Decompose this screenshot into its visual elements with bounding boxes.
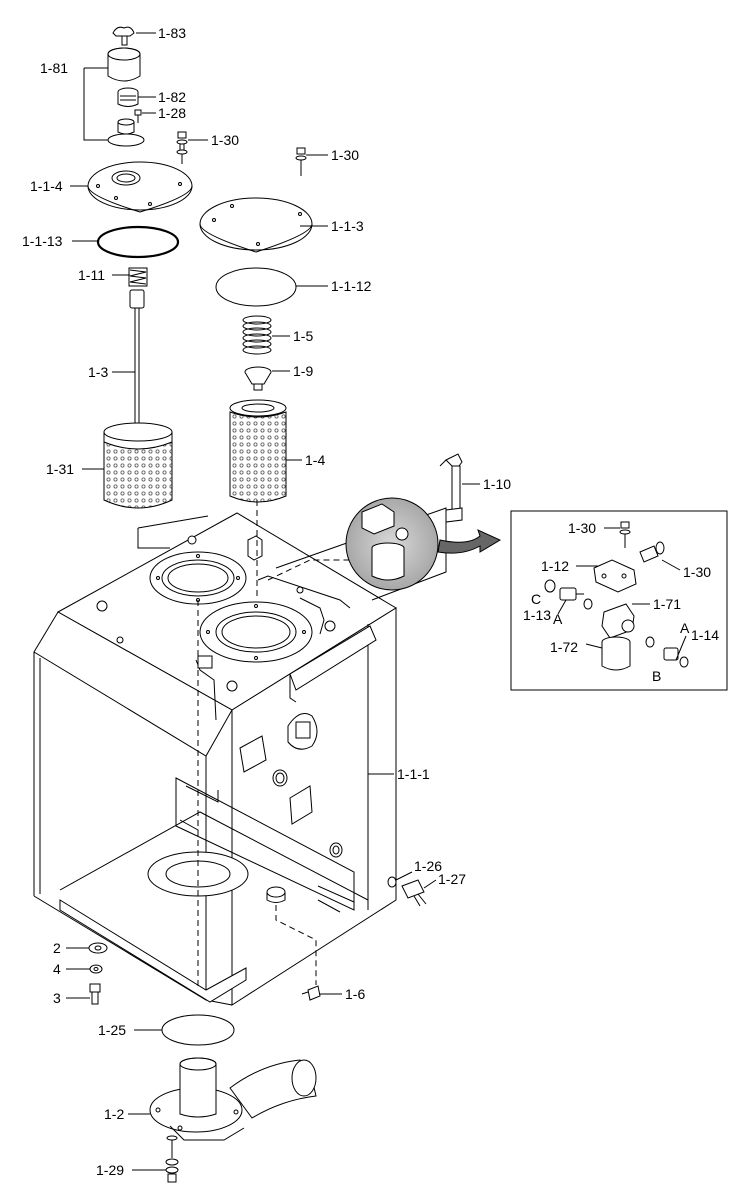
label-1-4: 1-4 <box>305 452 325 468</box>
gasket-1-25 <box>161 1014 235 1046</box>
inset-label-1-72: 1-72 <box>550 639 578 655</box>
detail-magnifier <box>345 497 439 591</box>
centerline-drain-plug <box>275 905 317 985</box>
valve-1-9 <box>244 366 272 391</box>
label-1-11: 1-11 <box>78 267 105 283</box>
strainer-1-82 <box>117 87 139 107</box>
inset-label-1-12: 1-12 <box>541 558 569 574</box>
spring-1-5 <box>242 315 272 355</box>
leader-lines <box>66 32 687 1171</box>
inset-label-a-right: A <box>680 620 690 636</box>
label-1-10: 1-10 <box>483 476 511 492</box>
label-1-1-12: 1-1-12 <box>331 278 372 294</box>
label-1-6: 1-6 <box>345 986 365 1002</box>
centerline-return <box>267 559 350 581</box>
bolt-3 <box>89 983 101 1005</box>
inset-label-1-13: 1-13 <box>523 607 551 623</box>
spring-1-11 <box>128 267 148 287</box>
strainer-1-31 <box>103 422 173 509</box>
bolt-1-30-left <box>176 131 188 164</box>
cover-plate-1-1-4 <box>87 161 193 213</box>
inset-label-b: B <box>652 668 661 684</box>
label-1-1-3: 1-1-3 <box>331 218 364 234</box>
label-1-83: 1-83 <box>158 25 186 41</box>
bolt-1-29 <box>165 1135 179 1183</box>
label-1-29: 1-29 <box>96 1162 124 1178</box>
seal-1-26 <box>387 876 397 888</box>
filler-cap-1-81 <box>107 47 141 82</box>
o-ring-1-1-13 <box>96 225 180 259</box>
label-1-25: 1-25 <box>98 1022 126 1038</box>
label-1-26: 1-26 <box>414 858 442 874</box>
label-1-2: 1-2 <box>104 1106 124 1122</box>
inset-label-1-30-top: 1-30 <box>568 520 596 536</box>
magnify-arrow-icon <box>437 529 502 554</box>
label-1-28: 1-28 <box>158 105 186 121</box>
label-1-3: 1-3 <box>88 364 108 380</box>
gasket-1-1-12 <box>215 267 297 307</box>
label-1-5: 1-5 <box>293 328 313 344</box>
inset-label-c: C <box>531 591 541 607</box>
bolt-1-30-right <box>295 147 307 176</box>
label-1-27: 1-27 <box>438 871 466 887</box>
cover-plate-1-1-3 <box>199 197 313 253</box>
inset-parts <box>544 521 689 671</box>
tank-body-1-1-1 <box>33 512 397 1006</box>
label-1-82: 1-82 <box>158 89 186 105</box>
label-2: 2 <box>53 940 61 956</box>
inset-label-1-71: 1-71 <box>653 596 681 612</box>
cap-1-83 <box>112 26 135 46</box>
label-4: 4 <box>53 961 61 977</box>
label-1-30-b: 1-30 <box>331 147 359 163</box>
screw-1-28 <box>134 109 142 123</box>
pipe-1-10 <box>439 453 463 523</box>
rod-1-3 <box>129 289 145 439</box>
inset-label-1-14: 1-14 <box>691 627 719 643</box>
filler-neck <box>107 118 145 147</box>
filter-element-1-4 <box>229 399 287 503</box>
label-1-1-1: 1-1-1 <box>397 766 430 782</box>
inset-label-1-30-right: 1-30 <box>683 564 711 580</box>
label-3: 3 <box>53 990 61 1006</box>
label-1-1-13: 1-1-13 <box>22 233 63 249</box>
label-1-81: 1-81 <box>40 60 68 76</box>
washer-4 <box>89 964 103 974</box>
suction-pipe-1-2 <box>149 1057 317 1141</box>
bracket-1-81 <box>83 67 108 141</box>
washer-2 <box>88 942 108 954</box>
label-1-9: 1-9 <box>293 363 313 379</box>
sensor-1-27 <box>401 879 427 907</box>
frame-line <box>137 515 209 549</box>
label-1-30-a: 1-30 <box>211 132 239 148</box>
label-1-1-4: 1-1-4 <box>30 178 63 194</box>
inset-label-a-left: A <box>553 611 563 627</box>
pipe-route <box>257 575 351 609</box>
drain-plug-1-6 <box>301 985 321 1001</box>
label-1-31: 1-31 <box>46 461 74 477</box>
